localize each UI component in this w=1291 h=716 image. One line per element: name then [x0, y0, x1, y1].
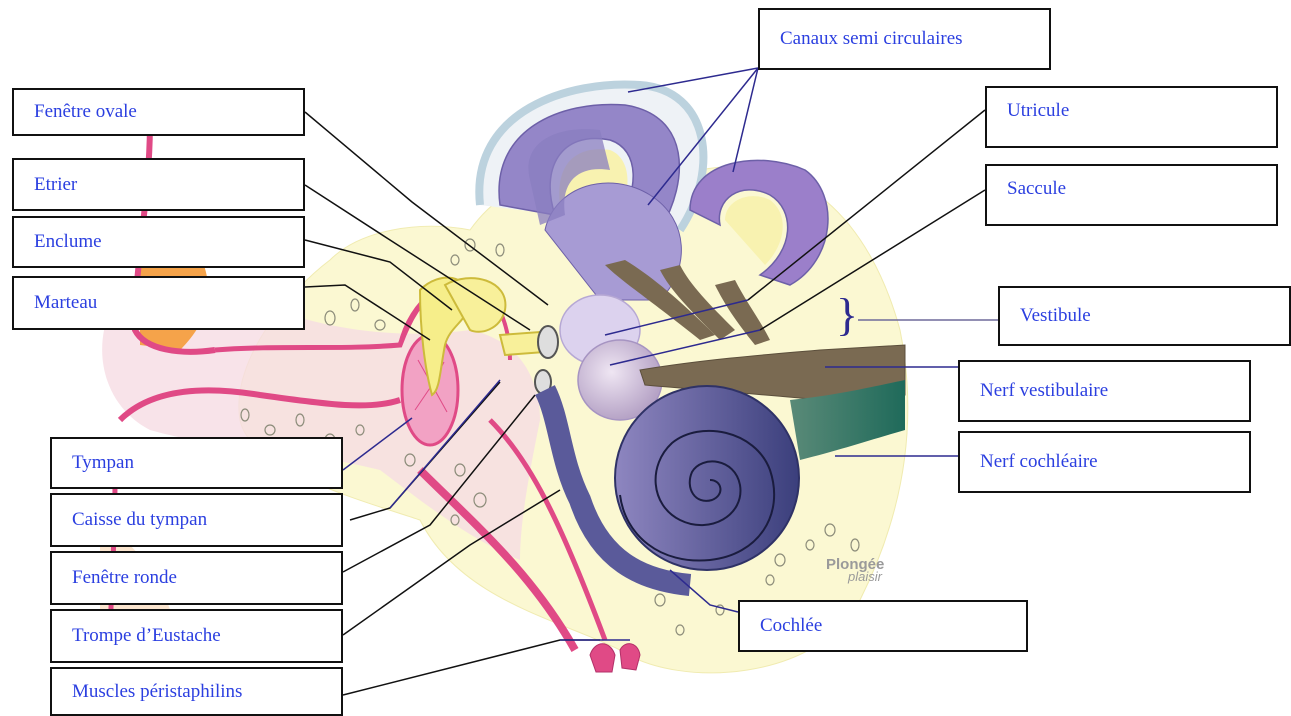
leader-muscles [343, 640, 600, 695]
label-fenetre-ovale: Fenêtre ovale [12, 88, 305, 136]
label-fenetre-ronde: Fenêtre ronde [50, 551, 343, 605]
label-etrier: Etrier [12, 158, 305, 211]
label-saccule: Saccule [985, 164, 1278, 226]
label-cochlee: Cochlée [738, 600, 1028, 652]
watermark-line2: plaisir [848, 569, 884, 584]
peristaphylin-muscle [590, 644, 615, 672]
label-nerf-vestibulaire: Nerf vestibulaire [958, 360, 1251, 422]
leader-canaux-1 [628, 68, 758, 92]
label-trompe-d-eustache: Trompe d’Eustache [50, 609, 343, 663]
label-marteau: Marteau [12, 276, 305, 330]
vestibule-brace: } [836, 289, 858, 340]
label-muscles-peristaphilins: Muscles péristaphilins [50, 667, 343, 716]
label-enclume: Enclume [12, 216, 305, 268]
oval-window [538, 326, 558, 358]
plongee-plaisir-watermark: Plongée plaisir [826, 556, 884, 584]
label-canaux-semi-circulaires: Canaux semi circulaires [758, 8, 1051, 70]
label-tympan: Tympan [50, 437, 343, 489]
peristaphylin-muscle-2 [620, 644, 640, 670]
label-nerf-cochleaire: Nerf cochléaire [958, 431, 1251, 493]
label-caisse-du-tympan: Caisse du tympan [50, 493, 343, 547]
label-utricule: Utricule [985, 86, 1278, 148]
label-vestibule: Vestibule [998, 286, 1291, 346]
